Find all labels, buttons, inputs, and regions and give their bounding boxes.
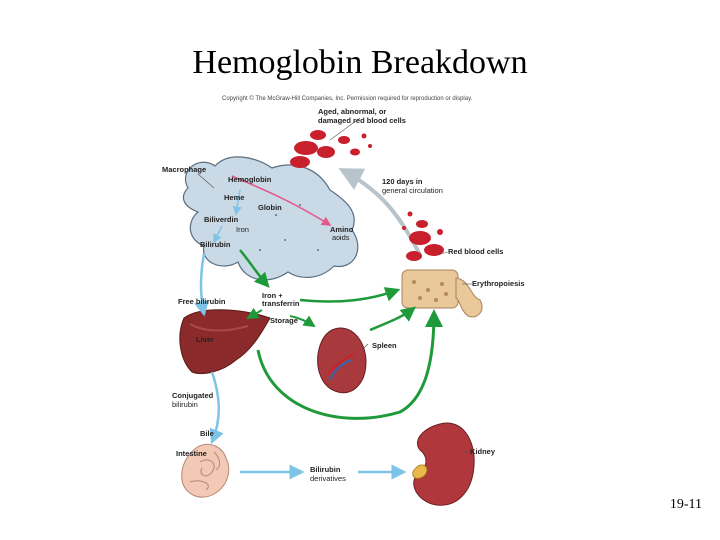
label-macrophage: Macrophage bbox=[162, 165, 206, 174]
label-amino-2: acids bbox=[332, 233, 350, 242]
label-red-blood-cells: Red blood cells bbox=[448, 247, 503, 256]
slide-number: 19-11 bbox=[669, 497, 702, 512]
biliverdin-to-bilirubin-arrow bbox=[213, 225, 223, 244]
macrophage-granules bbox=[259, 204, 341, 251]
label-aged-cells-1: Aged, abnormal, or bbox=[318, 107, 386, 116]
label-spleen: Spleen bbox=[372, 341, 397, 350]
macrophage-cell bbox=[182, 156, 359, 281]
storage-liver-arrow bbox=[246, 307, 263, 319]
intestine-organ bbox=[181, 443, 230, 498]
label-bilirubin: Bilirubin bbox=[200, 240, 231, 249]
label-erythropoiesis: Erythropoiesis bbox=[472, 279, 525, 288]
label-biliverdin: Biliverdin bbox=[204, 215, 239, 224]
label-conjugated-2: bilirubin bbox=[172, 400, 198, 409]
kidney-organ bbox=[413, 422, 475, 506]
copyright-notice: Copyright © The McGraw-Hill Companies, I… bbox=[222, 96, 473, 102]
label-iron: Iron bbox=[236, 225, 249, 234]
page-title: Hemoglobin Breakdown bbox=[192, 44, 528, 81]
label-days-1: 120 days in bbox=[382, 177, 423, 186]
heme-to-biliverdin-arrow bbox=[232, 189, 242, 216]
label-bile: Bile bbox=[200, 429, 214, 438]
hemoglobin-to-amino-acids-arrow bbox=[231, 175, 332, 226]
liver-to-erythropoiesis-arrow bbox=[256, 309, 443, 420]
label-conjugated-1: Conjugated bbox=[172, 391, 214, 400]
label-kidney: Kidney bbox=[470, 447, 496, 456]
label-intestine: Intestine bbox=[176, 449, 207, 458]
label-iron-transferrin-2: transferrin bbox=[262, 299, 300, 308]
label-hemoglobin: Hemoglobin bbox=[228, 175, 272, 184]
label-derivatives-1: Bilirubin bbox=[310, 465, 341, 474]
bilirubin-to-liver-arrow bbox=[194, 253, 209, 317]
storage-spleen-arrow bbox=[289, 315, 316, 328]
label-storage: Storage bbox=[270, 316, 298, 325]
red-blood-cells bbox=[402, 211, 444, 261]
label-aged-cells-2: damaged red blood cells bbox=[318, 116, 406, 125]
bone-marrow-icon bbox=[401, 269, 483, 318]
label-heme: Heme bbox=[224, 193, 244, 202]
label-amino-1: Amino bbox=[330, 225, 354, 234]
iron-transferrin-arrow bbox=[239, 249, 270, 288]
aged-red-blood-cells bbox=[290, 130, 372, 168]
spleen-to-erythropoiesis-arrow bbox=[369, 306, 416, 332]
label-days-2: general circulation bbox=[382, 186, 443, 195]
label-globin: Globin bbox=[258, 203, 282, 212]
label-iron-transferrin-1: Iron + bbox=[262, 291, 283, 300]
liver-to-intestine-arrow bbox=[209, 371, 224, 445]
liver-organ bbox=[179, 309, 271, 374]
transferrin-to-erythropoiesis-arrow bbox=[299, 287, 401, 303]
leader-lines bbox=[197, 117, 472, 453]
label-derivatives-2: derivatives bbox=[310, 474, 346, 483]
label-liver: Liver bbox=[196, 335, 214, 344]
label-free-bilirubin: Free bilirubin bbox=[178, 297, 226, 306]
